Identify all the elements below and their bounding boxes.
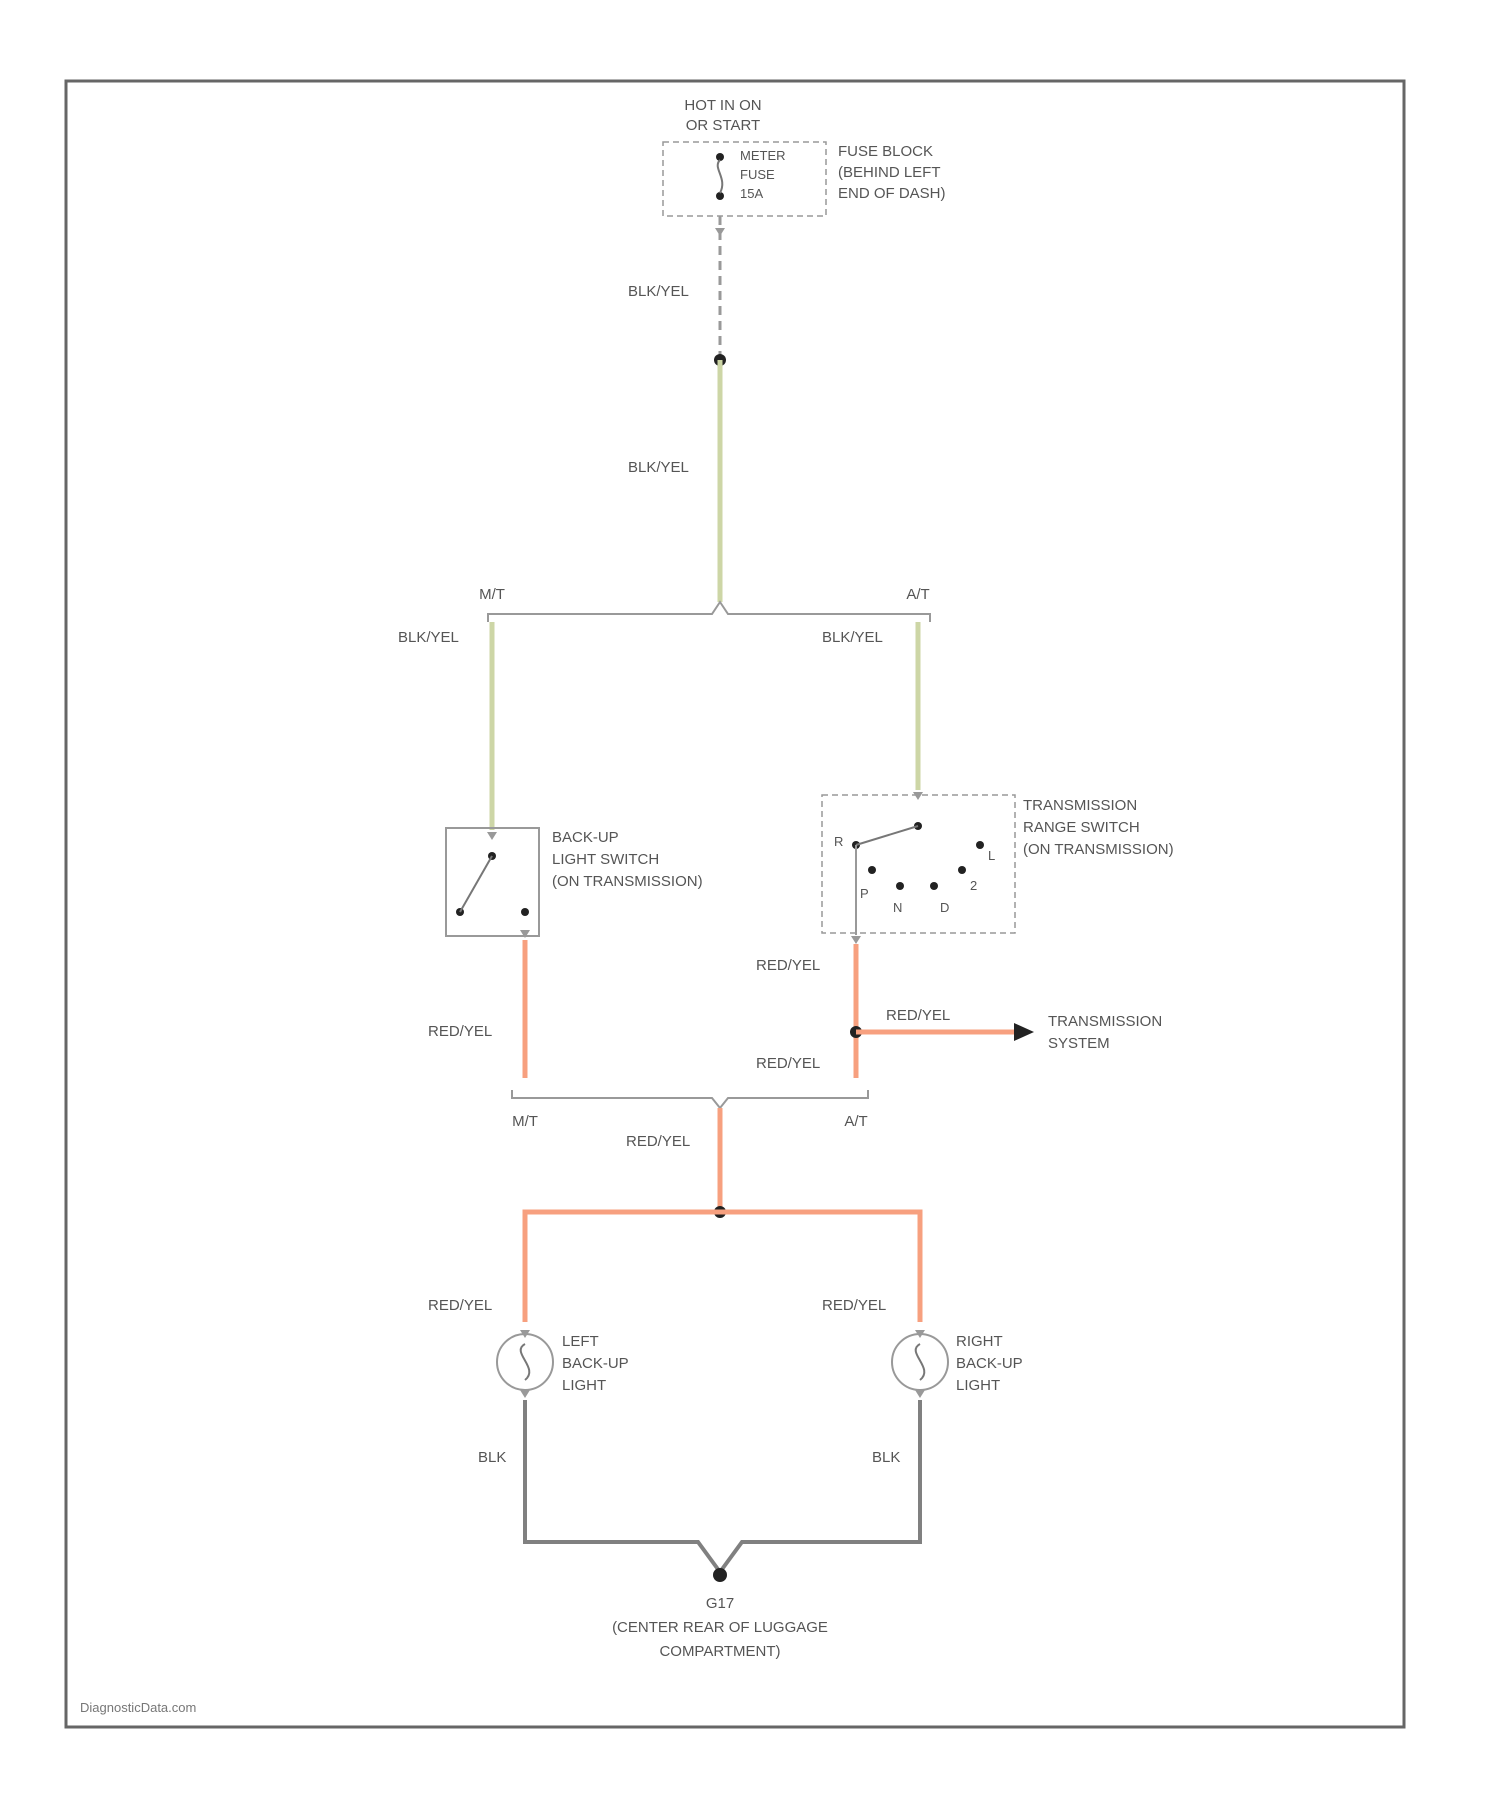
wire-label-red-yel-branch: RED/YEL [886,1007,950,1024]
variant-mt-bottom: M/T [512,1113,538,1130]
backup-switch-label-2: LIGHT SWITCH [552,851,659,868]
or-start-label: OR START [686,117,760,134]
wire-label-blk-right: BLK [872,1449,900,1466]
range-pos-l: L [988,848,995,863]
right-light-label-3: LIGHT [956,1377,1000,1394]
wire-label-red-yel-at-2: RED/YEL [756,1055,820,1072]
range-pos-d: D [940,900,949,915]
ground-location-label-2: COMPARTMENT) [659,1643,780,1660]
variant-bracket-top [488,602,930,622]
transmission-system-label-1: TRANSMISSION [1048,1013,1162,1030]
left-light-label-1: LEFT [562,1333,599,1350]
range-pos-p: P [860,886,869,901]
wire-label-red-yel-at-1: RED/YEL [756,957,820,974]
watermark: DiagnosticData.com [80,1700,196,1715]
wire-label-red-yel-center: RED/YEL [626,1133,690,1150]
ground-point-dot [713,1568,727,1582]
variant-bracket-bottom [512,1090,868,1108]
diagram-frame [66,81,1404,1727]
wire-to-left-light [525,1212,720,1322]
meter-label: METER [740,148,786,163]
range-switch-label-1: TRANSMISSION [1023,797,1137,814]
hot-in-on-label: HOT IN ON [684,97,761,114]
right-light-label-1: RIGHT [956,1333,1003,1350]
range-switch-symbol [851,792,984,944]
range-pos-n: N [893,900,902,915]
wire-label-red-yel-right: RED/YEL [822,1297,886,1314]
range-switch-box [822,795,1015,933]
range-switch-label-2: RANGE SWITCH [1023,819,1140,836]
meter-fuse-symbol [716,153,724,200]
right-backup-light-bulb-icon [892,1330,948,1398]
backup-switch-label-1: BACK-UP [552,829,619,846]
left-light-label-3: LIGHT [562,1377,606,1394]
fuse-label: FUSE [740,167,775,182]
connector-arrow-fuse [715,228,725,236]
ground-location-label-1: (CENTER REAR OF LUGGAGE [612,1619,828,1636]
ground-id-label: G17 [706,1595,734,1612]
range-pos-2: 2 [970,878,977,893]
left-light-label-2: BACK-UP [562,1355,629,1372]
wire-label-blk-yel-mt: BLK/YEL [398,629,459,646]
wire-label-red-yel-mt: RED/YEL [428,1023,492,1040]
fuse-block-label-3: END OF DASH) [838,185,946,202]
transmission-system-label-2: SYSTEM [1048,1035,1110,1052]
wire-left-ground [525,1400,720,1572]
fuse-rating-label: 15A [740,186,763,201]
variant-at-top: A/T [906,586,929,603]
left-backup-light-bulb-icon [497,1330,553,1398]
wire-label-red-yel-left: RED/YEL [428,1297,492,1314]
wire-to-right-light [720,1212,920,1322]
arrow-to-transmission-system [1014,1023,1034,1041]
range-switch-label-3: (ON TRANSMISSION) [1023,841,1174,858]
variant-mt-top: M/T [479,586,505,603]
fuse-block-label-1: FUSE BLOCK [838,143,933,160]
wire-label-blk-yel-2: BLK/YEL [628,459,689,476]
backup-switch-symbol [456,832,530,938]
wire-right-ground [720,1400,920,1572]
wire-label-blk-left: BLK [478,1449,506,1466]
backup-light-switch-box [446,828,539,936]
wire-label-blk-yel-at: BLK/YEL [822,629,883,646]
right-light-label-2: BACK-UP [956,1355,1023,1372]
range-pos-r: R [834,834,843,849]
variant-at-bottom: A/T [844,1113,867,1130]
backup-switch-label-3: (ON TRANSMISSION) [552,873,703,890]
fuse-block-label-2: (BEHIND LEFT [838,164,941,181]
wire-label-blk-yel-1: BLK/YEL [628,283,689,300]
